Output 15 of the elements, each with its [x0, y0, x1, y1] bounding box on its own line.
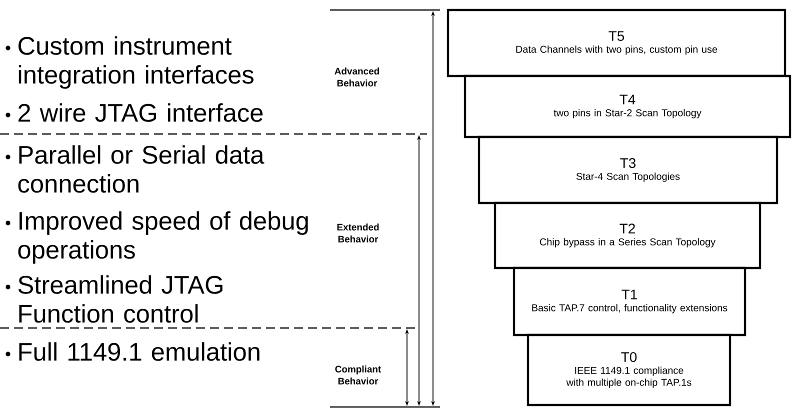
tier-box: T1 Basic TAP.7 control, functionality extensions	[512, 266, 746, 336]
bullet-item: 2 wire JTAG interface	[18, 103, 263, 122]
tier-box: T4 two pins in Star-2 Scan Topology	[464, 74, 792, 138]
bullet-item: Streamlined JTAG Function control	[18, 275, 222, 323]
behavior-label: Compliant Behavior	[335, 366, 382, 384]
tier-box: T2 Chip bypass in a Series Scan Topology	[494, 202, 762, 270]
bullet-item: Improved speed of debug operations	[18, 211, 308, 264]
tier-box: T3 Star-4 Scan Topologies	[478, 136, 778, 204]
behavior-label: Advanced Behavior	[334, 68, 379, 86]
bullet-item: Full 1149.1 emulation	[19, 342, 260, 361]
behavior-label: Extended Behavior	[337, 224, 379, 242]
tier-box: T5 Data Channels with two pins, custom pin use	[446, 8, 786, 78]
bullet-item: Custom instrument integration interfaces	[18, 36, 254, 89]
bullet-item: Parallel or Serial data connection	[18, 145, 264, 193]
tier-box: T0 IEEE 1149.1 compliance with multiple on-chip TAP.1s	[526, 334, 732, 406]
